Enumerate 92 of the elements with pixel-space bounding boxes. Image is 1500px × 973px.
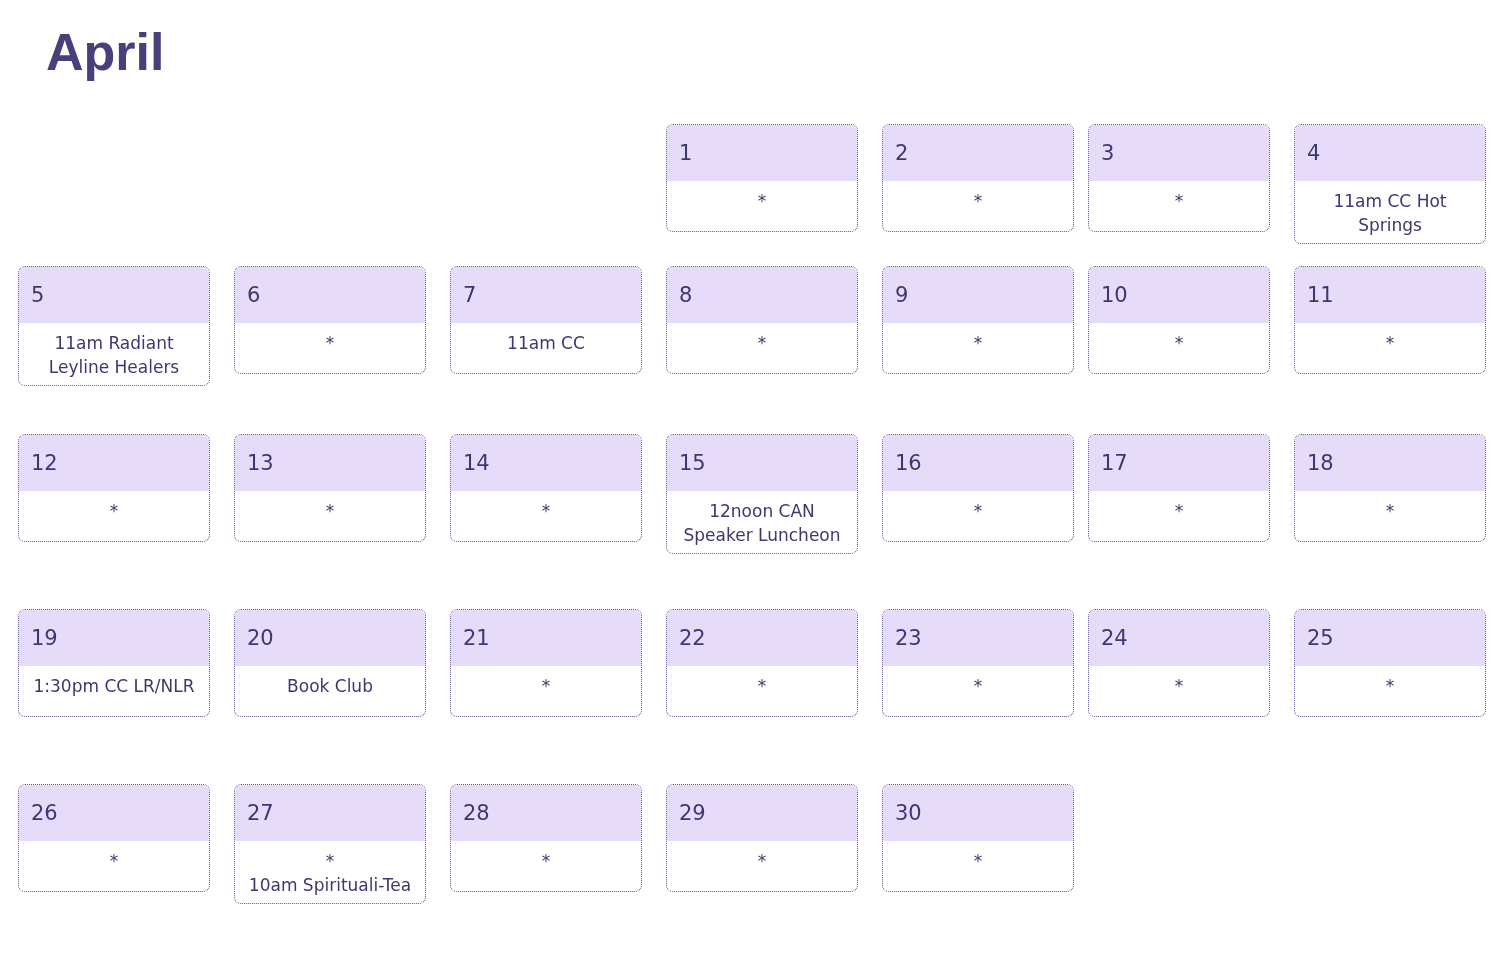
day-card bbox=[1294, 609, 1486, 717]
day-card bbox=[1088, 609, 1270, 717]
day-card bbox=[450, 609, 642, 717]
day-number: 3 bbox=[1101, 141, 1115, 165]
day-number: 29 bbox=[679, 801, 706, 825]
day-card bbox=[882, 266, 1074, 374]
day-card bbox=[234, 609, 426, 717]
day-number: 26 bbox=[31, 801, 58, 825]
day-number: 15 bbox=[679, 451, 706, 475]
day-card bbox=[882, 784, 1074, 892]
event-text: * bbox=[1384, 675, 1396, 698]
event-text: 10am Spirituali-Tea bbox=[247, 874, 413, 897]
event-text: * bbox=[1384, 500, 1396, 523]
event-text: 1:30pm CC LR/NLR bbox=[32, 675, 196, 698]
day-card bbox=[450, 266, 642, 374]
day-card bbox=[882, 434, 1074, 542]
day-card bbox=[234, 434, 426, 542]
event-text: * bbox=[324, 500, 336, 523]
event-text: * bbox=[324, 850, 336, 873]
event-text: * bbox=[108, 500, 120, 523]
day-number: 2 bbox=[895, 141, 909, 165]
event-text: 11am CC bbox=[506, 332, 586, 355]
event-text: * bbox=[1173, 500, 1185, 523]
day-card bbox=[666, 266, 858, 374]
day-number: 28 bbox=[463, 801, 490, 825]
event-text: * bbox=[540, 850, 552, 873]
day-card bbox=[666, 124, 858, 232]
day-number: 5 bbox=[31, 283, 45, 307]
day-number: 19 bbox=[31, 626, 58, 650]
event-text: * bbox=[756, 850, 768, 873]
calendar-title: April bbox=[46, 22, 165, 82]
day-card bbox=[450, 434, 642, 542]
event-text: * bbox=[1173, 332, 1185, 355]
day-card bbox=[1088, 434, 1270, 542]
day-card bbox=[1294, 124, 1486, 244]
day-card bbox=[666, 784, 858, 892]
day-number: 4 bbox=[1307, 141, 1321, 165]
event-text: * bbox=[972, 190, 984, 213]
event-text: * bbox=[1173, 190, 1185, 213]
day-number: 21 bbox=[463, 626, 490, 650]
event-text: * bbox=[972, 500, 984, 523]
day-card bbox=[666, 609, 858, 717]
day-card bbox=[1294, 266, 1486, 374]
event-text: Book Club bbox=[286, 675, 374, 698]
day-number: 8 bbox=[679, 283, 693, 307]
day-number: 7 bbox=[463, 283, 477, 307]
day-number: 24 bbox=[1101, 626, 1128, 650]
event-text: 11am Radiant Leyline Healers bbox=[47, 332, 181, 379]
day-number: 30 bbox=[895, 801, 922, 825]
event-text: * bbox=[972, 675, 984, 698]
day-number: 6 bbox=[247, 283, 261, 307]
event-text: * bbox=[972, 850, 984, 873]
day-card bbox=[1088, 124, 1270, 232]
day-number: 10 bbox=[1101, 283, 1128, 307]
event-text: * bbox=[1173, 675, 1185, 698]
event-text: * bbox=[756, 190, 768, 213]
event-text: * bbox=[540, 675, 552, 698]
day-number: 23 bbox=[895, 626, 922, 650]
day-card bbox=[1294, 434, 1486, 542]
day-card bbox=[450, 784, 642, 892]
event-text: * bbox=[1384, 332, 1396, 355]
day-number: 27 bbox=[247, 801, 274, 825]
day-card bbox=[1088, 266, 1270, 374]
event-text: 11am CC Hot Springs bbox=[1332, 190, 1448, 237]
day-number: 20 bbox=[247, 626, 274, 650]
day-number: 13 bbox=[247, 451, 274, 475]
day-card bbox=[234, 784, 426, 904]
day-number: 12 bbox=[31, 451, 58, 475]
day-number: 14 bbox=[463, 451, 490, 475]
day-number: 9 bbox=[895, 283, 909, 307]
event-text: * bbox=[540, 500, 552, 523]
day-number: 22 bbox=[679, 626, 706, 650]
day-card bbox=[18, 609, 210, 717]
day-number: 1 bbox=[679, 141, 693, 165]
event-text: * bbox=[756, 332, 768, 355]
day-card bbox=[18, 266, 210, 386]
event-text: * bbox=[324, 332, 336, 355]
day-number: 11 bbox=[1307, 283, 1334, 307]
event-text: * bbox=[972, 332, 984, 355]
event-text: * bbox=[756, 675, 768, 698]
event-text: 12noon CAN Speaker Luncheon bbox=[682, 500, 842, 547]
event-text: * bbox=[108, 850, 120, 873]
day-card bbox=[234, 266, 426, 374]
day-card bbox=[882, 124, 1074, 232]
day-number: 16 bbox=[895, 451, 922, 475]
day-card bbox=[882, 609, 1074, 717]
day-card bbox=[18, 434, 210, 542]
day-card bbox=[666, 434, 858, 554]
day-number: 17 bbox=[1101, 451, 1128, 475]
day-card bbox=[18, 784, 210, 892]
day-number: 25 bbox=[1307, 626, 1334, 650]
day-number: 18 bbox=[1307, 451, 1334, 475]
